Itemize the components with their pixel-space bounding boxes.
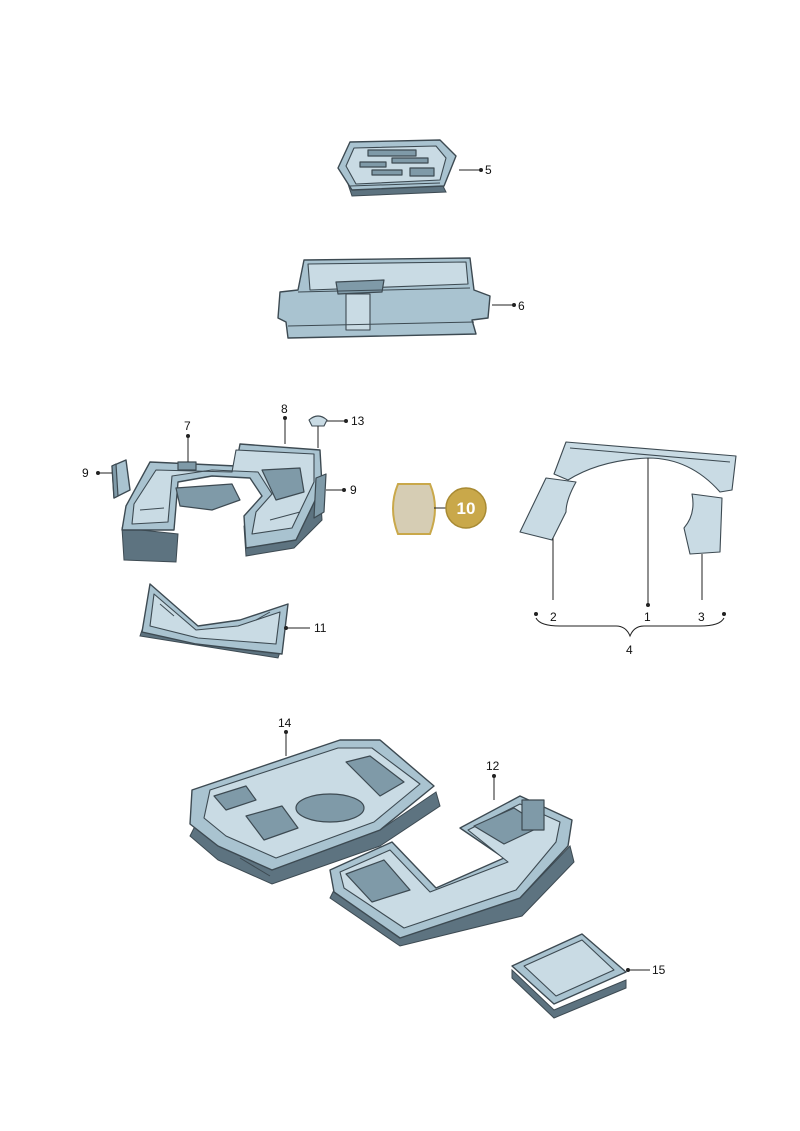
- callout-3: 3: [698, 554, 726, 624]
- part-3-rear-liner: [683, 493, 723, 555]
- callout-9-right: 9: [326, 483, 357, 497]
- callout-2: 2: [534, 538, 557, 624]
- part-11-lower-foam: [139, 583, 289, 659]
- callout-6: 6: [492, 299, 525, 313]
- callout-5-label: 5: [485, 163, 492, 177]
- callout-4-label: 4: [626, 643, 633, 657]
- callout-13: 13: [327, 414, 365, 428]
- part-6-rear-panel: [277, 257, 491, 339]
- part-15-mat: [511, 933, 627, 1019]
- callout-9-right-label: 9: [350, 483, 357, 497]
- callout-15: 15: [626, 963, 666, 977]
- callout-12-label: 12: [486, 759, 500, 773]
- part-10-side-panel: [392, 483, 446, 535]
- part-14-floor-foam: [189, 739, 441, 885]
- callout-11-label: 11: [314, 621, 327, 635]
- callout-5: 5: [459, 163, 492, 177]
- callout-8-label: 8: [281, 402, 288, 416]
- part-9-left-strip: [111, 459, 131, 499]
- callout-14-label: 14: [278, 716, 292, 730]
- callout-2-label: 2: [550, 610, 557, 624]
- callout-6-label: 6: [518, 299, 525, 313]
- callout-9-left-label: 9: [82, 466, 89, 480]
- callout-10-badge: 10: [445, 487, 487, 529]
- callout-1: 1: [644, 458, 651, 624]
- callout-15-label: 15: [652, 963, 666, 977]
- callout-12: 12: [486, 759, 500, 800]
- callout-7-label: 7: [184, 419, 191, 433]
- callout-9-left: 9: [82, 466, 112, 480]
- part-2-front-liner: [519, 477, 577, 541]
- callout-1-label: 1: [644, 610, 651, 624]
- callout-4-bracket: 4: [535, 617, 725, 657]
- part-9-right-strip: [313, 473, 327, 519]
- callout-13-label: 13: [351, 414, 365, 428]
- callout-7: 7: [184, 419, 191, 462]
- part-13-plug: [308, 415, 328, 448]
- callout-3-label: 3: [698, 610, 705, 624]
- callout-14: 14: [278, 716, 292, 756]
- part-12-rear-foam: [329, 795, 575, 947]
- callout-10-label: 10: [457, 499, 476, 518]
- part-5-tool-tray: [337, 139, 457, 197]
- part-1-arch-liner: [553, 441, 737, 493]
- part-7-8-foam-insert: [121, 443, 323, 563]
- callout-11: 11: [284, 621, 327, 635]
- callout-8: 8: [281, 402, 288, 444]
